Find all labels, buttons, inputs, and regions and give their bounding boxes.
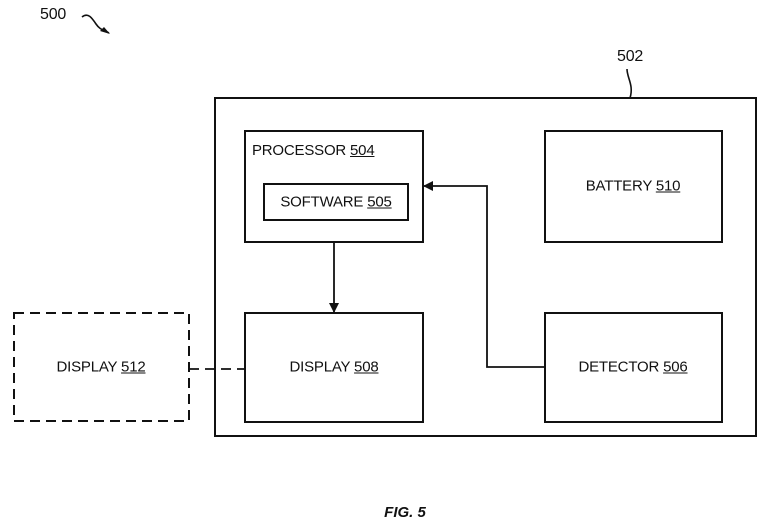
display-508-label: DISPLAY 508 — [290, 359, 379, 376]
ref-500-arrow-icon — [100, 27, 110, 34]
display-512-name: DISPLAY — [57, 359, 118, 376]
software-ref: 505 — [367, 194, 391, 211]
battery-name: BATTERY — [586, 178, 652, 195]
detector-label: DETECTOR 506 — [578, 359, 687, 376]
processor-ref: 504 — [350, 142, 374, 159]
processor-name: PROCESSOR — [252, 142, 346, 159]
ref-500-label: 500 — [40, 6, 66, 24]
software-label: SOFTWARE 505 — [280, 194, 391, 211]
software-name: SOFTWARE — [280, 194, 363, 211]
detector-ref: 506 — [663, 359, 687, 376]
battery-ref: 510 — [656, 178, 680, 195]
processor-label: PROCESSOR 504 — [252, 142, 374, 159]
battery-label: BATTERY 510 — [586, 178, 681, 195]
ref-502-leader — [627, 69, 631, 98]
detector-name: DETECTOR — [578, 359, 659, 376]
display-508-name: DISPLAY — [290, 359, 351, 376]
display-512-label: DISPLAY 512 — [57, 359, 146, 376]
figure-caption: FIG. 5 — [384, 504, 426, 521]
detector-to-processor-arrow — [424, 186, 545, 367]
display-508-ref: 508 — [354, 359, 378, 376]
ref-502-label: 502 — [617, 48, 643, 66]
display-512-ref: 512 — [121, 359, 145, 376]
